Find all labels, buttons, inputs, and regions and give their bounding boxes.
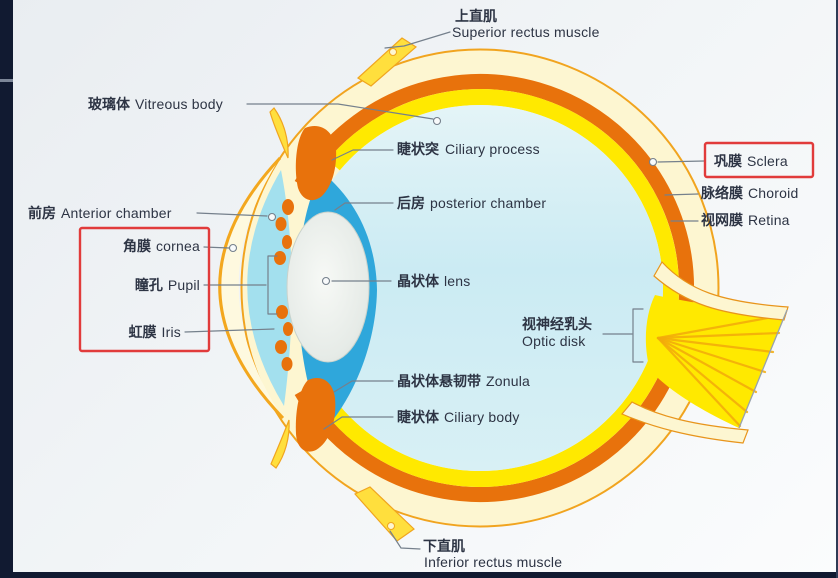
optic-nerve xyxy=(621,260,789,444)
optic-nerve-fibers-fan xyxy=(645,295,786,428)
window-left-border xyxy=(0,0,13,578)
pointer-dot-cornea xyxy=(228,243,238,253)
pointer-ciliary-body xyxy=(323,416,394,430)
pointer-dot-anterior-chamber xyxy=(267,212,277,222)
pointer-vitreous xyxy=(246,103,434,120)
vitreous-body xyxy=(297,105,663,471)
ciliary-body-lower xyxy=(295,378,336,452)
inferior-rectus-muscle-shape xyxy=(354,486,415,542)
optic-disk-bracket xyxy=(632,308,644,363)
optic-nerve-sheath-bottom xyxy=(621,401,749,444)
lens-shape xyxy=(286,211,370,363)
superior-rectus-muscle-shape xyxy=(357,37,417,87)
pointer-ciliary-process xyxy=(331,149,394,161)
pointer-superior xyxy=(384,31,451,49)
inferior-muscle-notch xyxy=(387,522,395,530)
pointer-lines xyxy=(184,31,705,550)
pointer-dot-lens xyxy=(321,276,331,286)
label-superior-en: Superior rectus muscle xyxy=(452,24,600,40)
label-inferior-zh: 下直肌 xyxy=(423,538,465,554)
label-optic-disk-en: Optic disk xyxy=(522,333,586,349)
cornea-outline xyxy=(218,156,285,420)
pointer-choroid xyxy=(664,193,699,196)
eyeball-globe xyxy=(240,48,720,528)
left-border-notch xyxy=(0,79,13,82)
pointer-dot-sclera xyxy=(648,157,658,167)
pointer-iris xyxy=(184,328,275,333)
pointer-inferior xyxy=(389,530,421,550)
optic-nerve-cut-edge xyxy=(738,309,788,429)
superior-muscle-notch xyxy=(389,48,397,56)
pointer-posterior-chamber xyxy=(334,202,394,211)
extraocular-muscles xyxy=(269,37,417,542)
pupil-bracket xyxy=(267,255,278,315)
window-bottom-border xyxy=(0,572,838,578)
label-superior-zh: 上直肌 xyxy=(455,8,497,24)
pointer-sclera xyxy=(657,160,705,163)
window-right-border xyxy=(836,0,838,578)
pointer-dot-vitreous xyxy=(432,116,442,126)
highlight-box-cornea-pupil-iris xyxy=(78,226,211,353)
ciliary-body-upper xyxy=(295,126,337,201)
label-inferior-en: Inferior rectus muscle xyxy=(424,554,562,570)
pointer-anterior-chamber xyxy=(196,212,268,217)
upper-limbal-sliver xyxy=(269,107,289,159)
iris-folds xyxy=(274,199,294,371)
pointer-zonula xyxy=(333,380,394,393)
anterior-segment xyxy=(218,126,377,452)
lower-limbal-sliver xyxy=(270,419,290,469)
optic-nerve-sheath-top xyxy=(653,260,789,321)
label-optic-disk-zh: 视神经乳头 xyxy=(522,316,592,332)
highlight-box-sclera xyxy=(703,141,815,179)
